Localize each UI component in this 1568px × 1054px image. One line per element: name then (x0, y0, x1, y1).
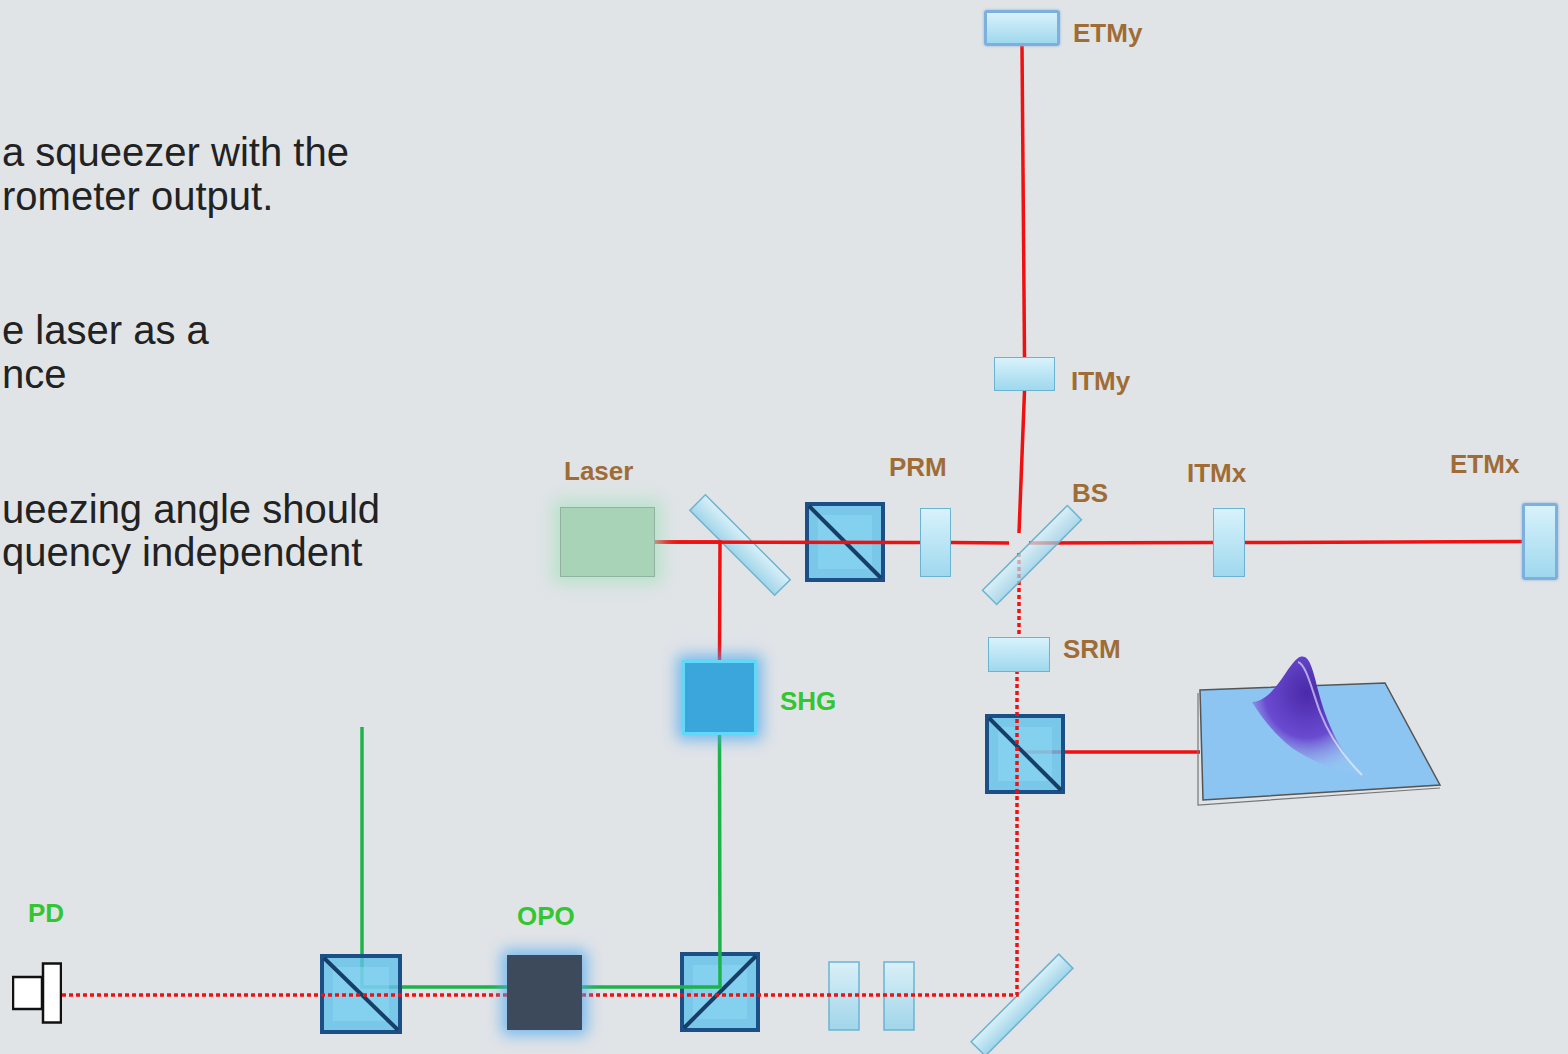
steering-mirror (971, 954, 1073, 1054)
laser-beam (582, 735, 720, 987)
slide-text: quency independent (2, 530, 362, 574)
wigner-plot (1198, 657, 1440, 805)
optic-component: Laser (560, 507, 655, 577)
optic-component: SRM (988, 637, 1050, 672)
laser-beam (655, 542, 720, 660)
component-label: ITMx (1187, 458, 1246, 488)
beamsplitter-cube (987, 716, 1063, 792)
optic-component: PD (12, 962, 62, 1024)
component-label: OPO (517, 901, 575, 931)
optic-component: ETMy (984, 10, 1060, 46)
optic-component: ITMx (1213, 508, 1245, 577)
component-label: Laser (564, 456, 633, 486)
laser-beam (1022, 46, 1025, 357)
component-label: PD (28, 898, 64, 928)
slide-text: ueezing angle should (2, 487, 380, 531)
optic-component: PRM (920, 508, 951, 577)
optic-component: ITMy (994, 357, 1055, 391)
slide-text: e laser as a (2, 308, 209, 352)
component-label: ETMy (1073, 18, 1142, 48)
component-label: SRM (1063, 634, 1121, 664)
laser-beam (951, 541, 1009, 545)
component-label: ETMx (1450, 449, 1519, 479)
component-label: BS (1072, 478, 1108, 508)
optic-component: OPO (507, 955, 582, 1030)
beamsplitter-cube (322, 956, 400, 1032)
laser-beam (1245, 542, 1522, 543)
pump-beam (362, 727, 507, 987)
component-label: SHG (780, 686, 836, 716)
slide-text: a squeezer with the (2, 130, 349, 174)
optic-component: BS (1009, 533, 1029, 553)
pickoff-mirror (690, 495, 790, 595)
slide-text: rometer output. (2, 174, 273, 218)
laser-beam (1019, 391, 1025, 533)
slide-text: nce (2, 352, 67, 396)
component-label: ITMy (1071, 366, 1130, 396)
laser-beam (62, 993, 507, 997)
beamsplitter-slab (1009, 533, 1029, 553)
laser-beam (582, 672, 1017, 995)
optic-component: ETMx (1522, 503, 1558, 580)
component-label: PRM (889, 452, 947, 482)
photodiode-symbol (12, 962, 62, 1024)
optic-component: SHG (682, 660, 757, 735)
